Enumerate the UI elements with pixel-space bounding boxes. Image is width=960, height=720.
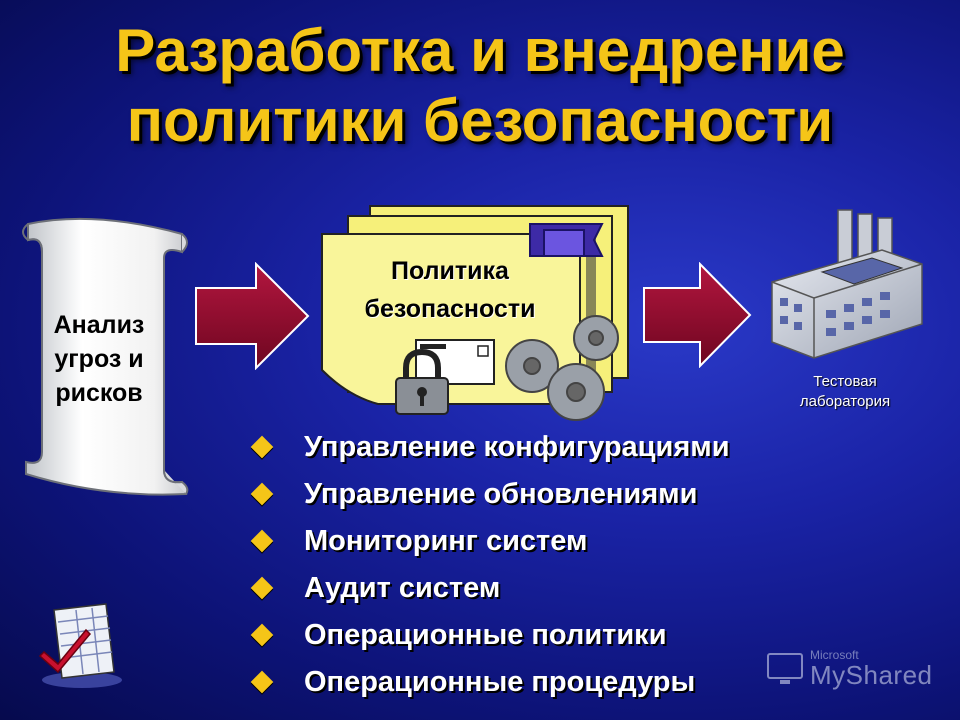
output-label-line-1: Тестовая bbox=[813, 373, 877, 390]
bullet-text: Операционные политики bbox=[304, 619, 667, 651]
bullet-item: Управление конфигурациями bbox=[248, 424, 730, 471]
output-label: Тестовая лаборатория bbox=[770, 372, 920, 412]
bullet-list: Управление конфигурациями Управление обн… bbox=[248, 424, 730, 706]
slide-title: Разработка и внедрение политики безопасн… bbox=[0, 16, 960, 156]
bullet-item: Операционные политики bbox=[248, 612, 730, 659]
bullet-diamond-icon bbox=[250, 670, 274, 694]
title-line-2: политики безопасности bbox=[126, 87, 834, 154]
watermark-company: Microsoft bbox=[810, 648, 859, 662]
arrow-right-icon bbox=[195, 262, 310, 370]
input-label: Анализ угроз и рисков bbox=[53, 311, 145, 407]
bullet-text: Управление обновлениями bbox=[304, 478, 698, 510]
policy-label: Политика безопасности bbox=[340, 252, 560, 328]
bullet-item: Аудит систем bbox=[248, 565, 730, 612]
gear-icon bbox=[505, 315, 619, 421]
bullet-diamond-icon bbox=[250, 482, 274, 506]
policy-label-line-2: безопасности bbox=[364, 295, 536, 323]
bullet-diamond-icon bbox=[250, 576, 274, 600]
arrow-right-icon bbox=[643, 262, 752, 368]
bullet-text: Управление конфигурациями bbox=[304, 431, 730, 463]
bullet-text: Аудит систем bbox=[304, 572, 501, 604]
bullet-diamond-icon bbox=[250, 435, 274, 459]
output-label-line-2: лаборатория bbox=[799, 393, 891, 410]
watermark-name: MyShared bbox=[810, 660, 933, 690]
card-icon bbox=[415, 339, 495, 385]
document-stack-icon bbox=[321, 205, 629, 421]
bullet-item: Операционные процедуры bbox=[248, 659, 730, 706]
scroll-icon bbox=[22, 217, 189, 496]
policy-label-line-1: Политика bbox=[391, 257, 509, 285]
ribbon-icon bbox=[529, 223, 604, 257]
bullet-item: Управление обновлениями bbox=[248, 471, 730, 518]
bullet-item: Мониторинг систем bbox=[248, 518, 730, 565]
bullet-diamond-icon bbox=[250, 623, 274, 647]
factory-icon bbox=[771, 209, 923, 359]
bullet-text: Мониторинг систем bbox=[304, 525, 588, 557]
padlock-icon bbox=[395, 348, 449, 415]
bullet-text: Операционные процедуры bbox=[304, 666, 696, 698]
bullet-diamond-icon bbox=[250, 529, 274, 553]
checklist-icon bbox=[38, 603, 122, 688]
monitor-icon bbox=[767, 653, 803, 684]
watermark-logo: Microsoft MyShared bbox=[766, 646, 946, 696]
title-line-1: Разработка и внедрение bbox=[115, 17, 845, 84]
